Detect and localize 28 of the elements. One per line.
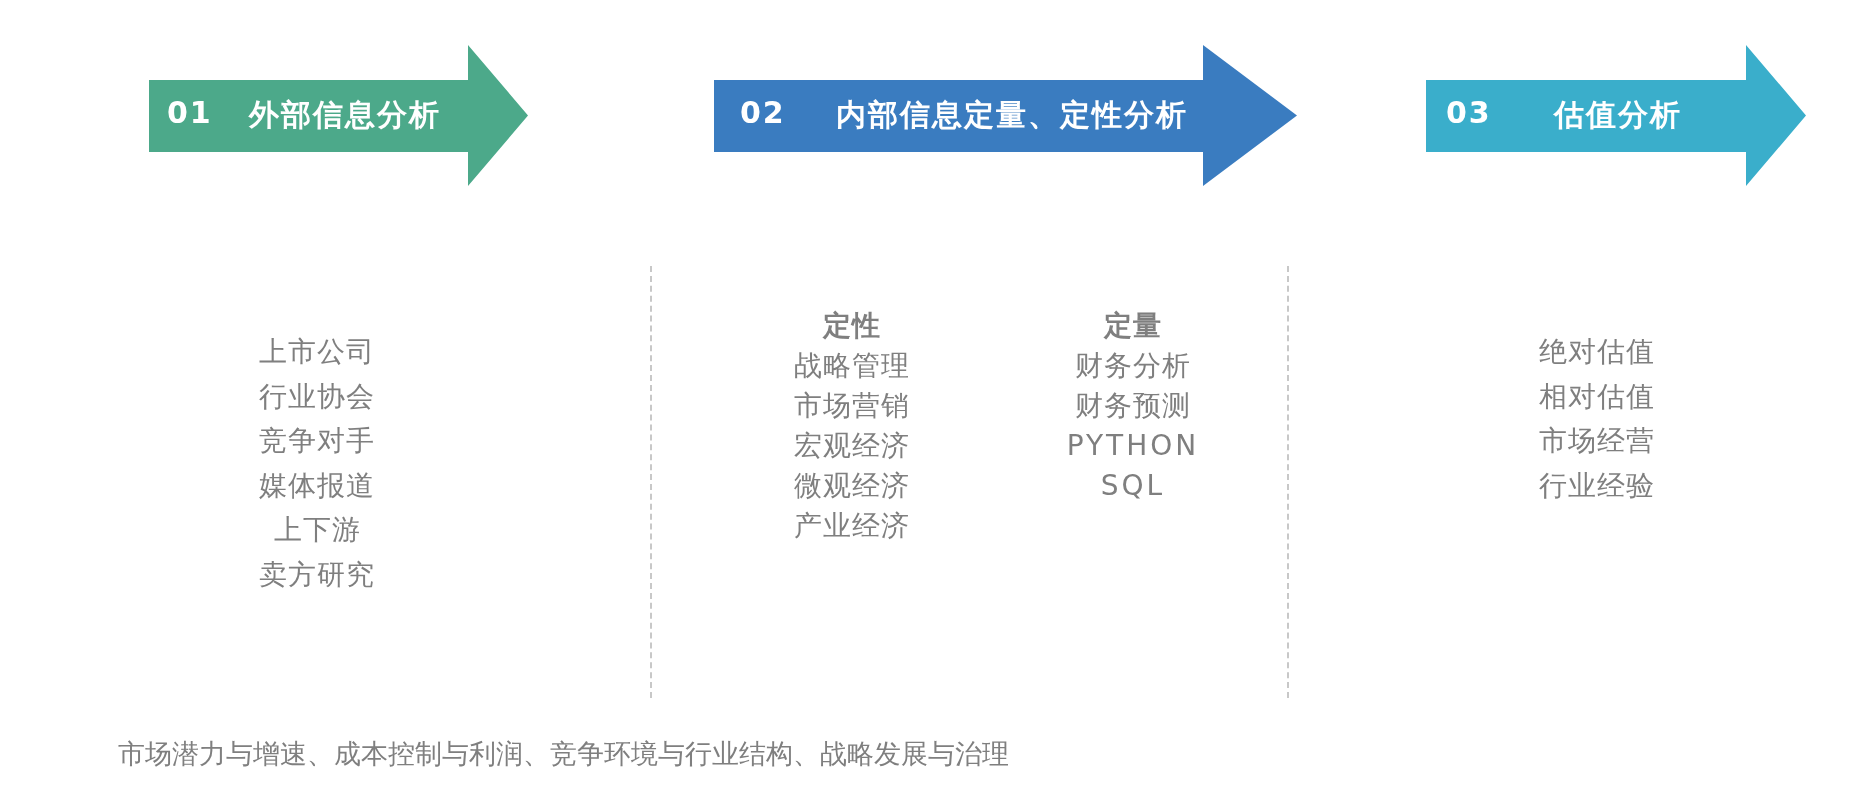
step-title: 内部信息定量、定性分析 (836, 96, 1188, 134)
list-item: 宏观经济 (794, 428, 910, 464)
step-number: 03 (1446, 95, 1492, 130)
list-item: SQL (1100, 468, 1166, 504)
list-item: 产业经济 (794, 508, 910, 544)
list-item: 上市公司 (259, 334, 375, 370)
list-item: 行业经验 (1539, 467, 1655, 504)
list-item: 竞争对手 (259, 423, 375, 459)
list-item: 绝对估值 (1539, 334, 1655, 370)
list-item: 财务预测 (1075, 388, 1191, 424)
column-heading: 定性 (823, 308, 881, 344)
list-item: 媒体报道 (259, 467, 375, 504)
list-item: 上下游 (273, 512, 361, 548)
list-item: 市场经营 (1539, 423, 1655, 459)
list-item: 战略管理 (794, 348, 910, 384)
list-item: 市场营销 (794, 388, 910, 424)
summary-text: 市场潜力与增速、成本控制与利润、竞争环境与行业结构、战略发展与治理 (118, 737, 1009, 771)
list-item: 行业协会 (259, 378, 375, 415)
list-item: PYTHON (1066, 428, 1200, 464)
step-number: 02 (740, 95, 786, 130)
list-item: 卖方研究 (259, 556, 375, 593)
step-title: 外部信息分析 (249, 96, 441, 134)
list-item: 财务分析 (1075, 348, 1191, 384)
step-number: 01 (167, 95, 213, 130)
list-item: 微观经济 (794, 468, 910, 504)
step-title: 估值分析 (1554, 96, 1682, 134)
list-item: 相对估值 (1539, 378, 1655, 415)
column-heading: 定量 (1104, 308, 1162, 344)
